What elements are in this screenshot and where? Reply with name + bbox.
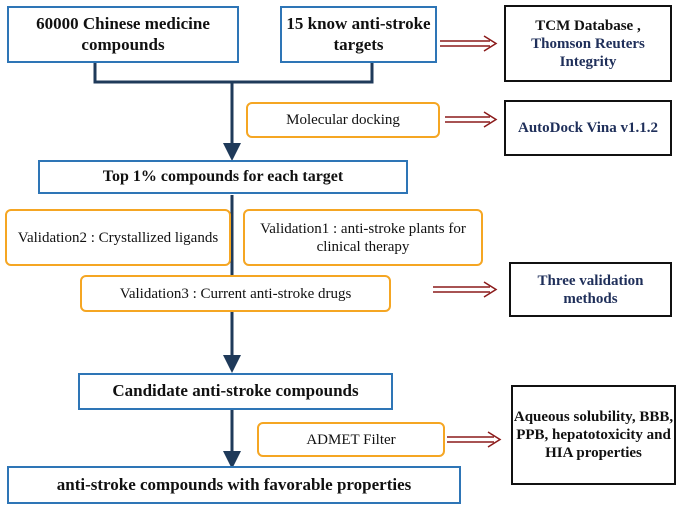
source-compounds-label: 60000 Chinese medicine compounds: [36, 14, 210, 54]
validation1-box: Validation1 : anti-stroke plants for cli…: [243, 209, 483, 266]
properties-note-label: Aqueous solubility, BBB, PPB, hepatotoxi…: [513, 409, 674, 461]
candidate-compounds-box: Candidate anti-stroke compounds: [78, 373, 393, 410]
side-arrow-database: [440, 35, 498, 52]
validation3-label: Validation3 : Current anti-stroke drugs: [119, 285, 352, 302]
validation-methods-label: Three validation methods: [537, 272, 644, 307]
admet-filter-label: ADMET Filter: [306, 431, 396, 448]
final-compounds-label: anti-stroke compounds with favorable pro…: [56, 474, 412, 494]
top-compounds-box: Top 1% compounds for each target: [38, 160, 408, 194]
side-arrow-validation: [433, 281, 498, 298]
candidate-compounds-label: Candidate anti-stroke compounds: [112, 381, 359, 401]
admet-filter-box: ADMET Filter: [257, 422, 445, 457]
validation1-label: Validation1 : anti-stroke plants for cli…: [260, 220, 466, 255]
validation2-label: Validation2 : Crystallized ligands: [17, 229, 219, 246]
database-note-line2: Thomson Reuters Integrity: [531, 35, 645, 70]
database-note-box: TCM Database , Thomson Reuters Integrity: [504, 5, 672, 82]
final-compounds-box: anti-stroke compounds with favorable pro…: [7, 466, 461, 504]
targets-label: 15 know anti-stroke targets: [286, 14, 431, 54]
docking-step-box: Molecular docking: [246, 102, 440, 138]
docking-step-label: Molecular docking: [286, 112, 400, 128]
side-arrow-admet: [447, 431, 502, 448]
merge-connector: [93, 62, 374, 161]
source-compounds-box: 60000 Chinese medicine compounds: [7, 6, 239, 63]
targets-box: 15 know anti-stroke targets: [280, 6, 437, 63]
top-compounds-label: Top 1% compounds for each target: [102, 168, 344, 186]
validation-methods-box: Three validation methods: [509, 262, 672, 317]
properties-note-box: Aqueous solubility, BBB, PPB, hepatotoxi…: [511, 385, 676, 485]
docking-tool-label: AutoDock Vina v1.1.2: [517, 120, 659, 136]
side-arrow-docking: [445, 111, 498, 128]
validation3-box: Validation3 : Current anti-stroke drugs: [80, 275, 391, 312]
docking-tool-box: AutoDock Vina v1.1.2: [504, 100, 672, 156]
database-note-line1: TCM Database ,: [535, 17, 641, 34]
validation2-box: Validation2 : Crystallized ligands: [5, 209, 231, 266]
